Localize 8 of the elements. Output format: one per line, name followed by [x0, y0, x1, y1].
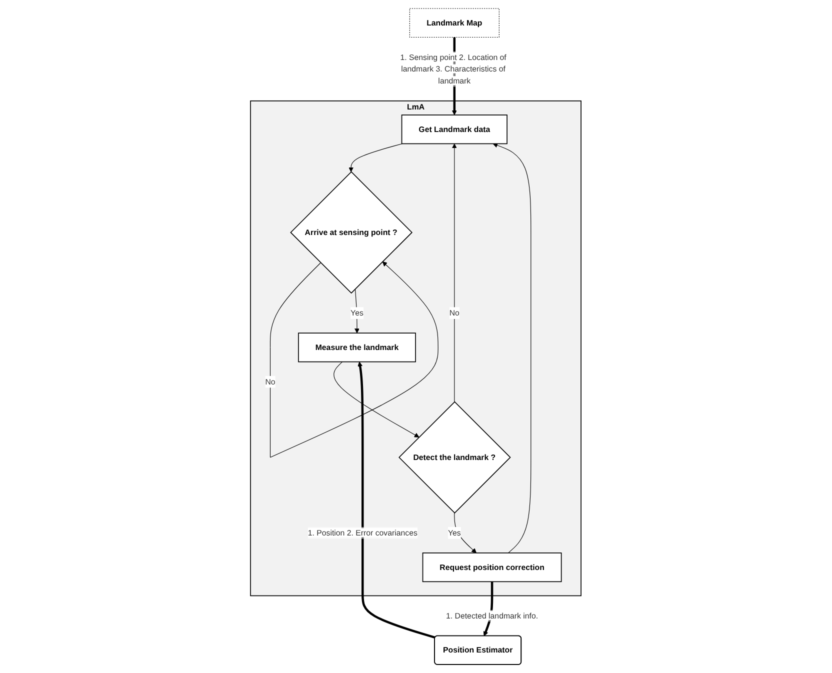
- arrow: [334, 362, 420, 438]
- arrow: [452, 143, 458, 402]
- arrow: [354, 288, 360, 334]
- arrow: [348, 143, 403, 172]
- arrow: [358, 362, 436, 639]
- arrow: [493, 142, 532, 554]
- arrow: [454, 512, 477, 554]
- arrow: [270, 261, 439, 458]
